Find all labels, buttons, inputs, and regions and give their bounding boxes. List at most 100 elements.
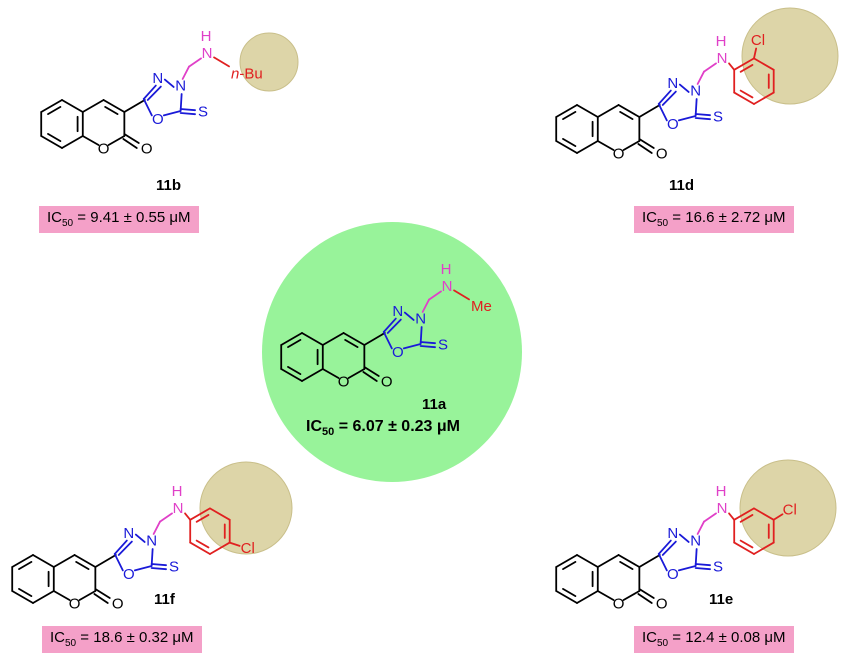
bond — [228, 541, 241, 547]
bond — [657, 539, 672, 555]
ic50-value-11b: = 9.41 ± 0.55 μM — [77, 209, 191, 226]
bond — [576, 554, 599, 568]
carbonyl-oxygen: O — [381, 374, 393, 391]
ic50-subscript: 50 — [657, 638, 669, 649]
bond — [562, 588, 577, 597]
bond — [189, 507, 211, 521]
ring-nitrogen: N — [667, 75, 678, 92]
compound-label-11f: 11f — [154, 591, 175, 608]
amine-nitrogen: N — [173, 500, 184, 517]
bond — [73, 554, 97, 568]
bond — [617, 104, 641, 118]
substituent-label: Me — [471, 298, 492, 315]
bond — [657, 103, 668, 122]
bond — [638, 554, 661, 568]
bond — [47, 132, 62, 143]
ic50-text-11a: IC50 = 6.07 ± 0.23 μM — [306, 418, 460, 438]
bond — [562, 111, 577, 120]
bond — [363, 366, 380, 377]
bond — [728, 512, 736, 521]
bond — [81, 99, 105, 113]
bond — [113, 553, 124, 572]
thione-sulfur: S — [438, 337, 448, 354]
bond — [113, 539, 128, 555]
bond — [678, 83, 690, 93]
bond — [150, 563, 167, 567]
bond — [280, 332, 303, 346]
bond — [280, 368, 303, 382]
substituent-circle-11d — [741, 7, 839, 105]
bond — [102, 99, 126, 113]
bond — [703, 512, 717, 523]
amine-hydrogen: H — [201, 28, 212, 45]
substituent-label: n-Bu — [231, 65, 263, 82]
thione-sulfur: S — [713, 559, 723, 576]
bond — [142, 98, 153, 117]
bond — [18, 561, 33, 570]
bond — [696, 520, 705, 535]
bond — [661, 90, 677, 106]
ring-oxygen: O — [69, 596, 81, 613]
bond — [344, 338, 359, 349]
substituent-circle-11b — [239, 32, 299, 92]
bond — [753, 57, 775, 71]
amine-nitrogen: N — [202, 45, 213, 62]
ic50-value-11f: = 18.6 ± 0.32 μM — [80, 629, 194, 646]
bond — [753, 91, 775, 105]
bond — [694, 567, 711, 571]
ic50-label: IC — [50, 629, 65, 646]
bond — [11, 590, 34, 604]
bond — [363, 332, 386, 346]
bond — [694, 113, 711, 117]
bond — [622, 140, 641, 151]
ic50-box-11f: IC50 = 18.6 ± 0.32 μM — [42, 626, 202, 653]
ring-nitrogen: N — [667, 525, 678, 542]
amine-nitrogen: N — [717, 500, 728, 517]
bond — [421, 298, 430, 313]
bond — [753, 541, 775, 555]
ring-oxygen: O — [338, 374, 350, 391]
bond — [52, 554, 76, 568]
bond — [122, 138, 138, 149]
bond — [159, 512, 173, 523]
bond — [428, 290, 442, 301]
bond — [453, 289, 470, 301]
bond — [117, 540, 133, 556]
bond — [739, 89, 754, 99]
bond — [555, 104, 578, 118]
amine-nitrogen: N — [442, 278, 453, 295]
bond — [40, 99, 63, 113]
bond — [619, 111, 634, 120]
bond — [419, 345, 436, 349]
bond — [152, 520, 161, 535]
bond — [733, 57, 755, 71]
ic50-label: IC — [306, 418, 322, 435]
ring-oxygen: O — [613, 596, 625, 613]
bond — [150, 567, 167, 571]
bond — [617, 554, 641, 568]
bond — [287, 338, 302, 349]
bond — [301, 332, 324, 346]
ring-oxygen: O — [667, 566, 679, 583]
ic50-subscript: 50 — [657, 218, 669, 229]
bond — [703, 62, 717, 73]
bond — [163, 78, 175, 88]
bond — [728, 62, 736, 71]
substituent-suffix: -Bu — [239, 65, 262, 82]
ic50-label: IC — [47, 209, 62, 226]
ic50-box-11e: IC50 = 12.4 ± 0.08 μM — [634, 626, 794, 653]
chlorine-label: Cl — [751, 32, 765, 49]
bond — [733, 91, 755, 105]
bond — [81, 135, 100, 146]
bond — [657, 89, 672, 105]
bond — [52, 590, 71, 601]
bond — [733, 507, 755, 521]
ring-oxygen: O — [392, 344, 404, 361]
ring-oxygen: O — [98, 141, 110, 158]
amine-hydrogen: H — [441, 261, 452, 278]
bond — [637, 593, 653, 604]
